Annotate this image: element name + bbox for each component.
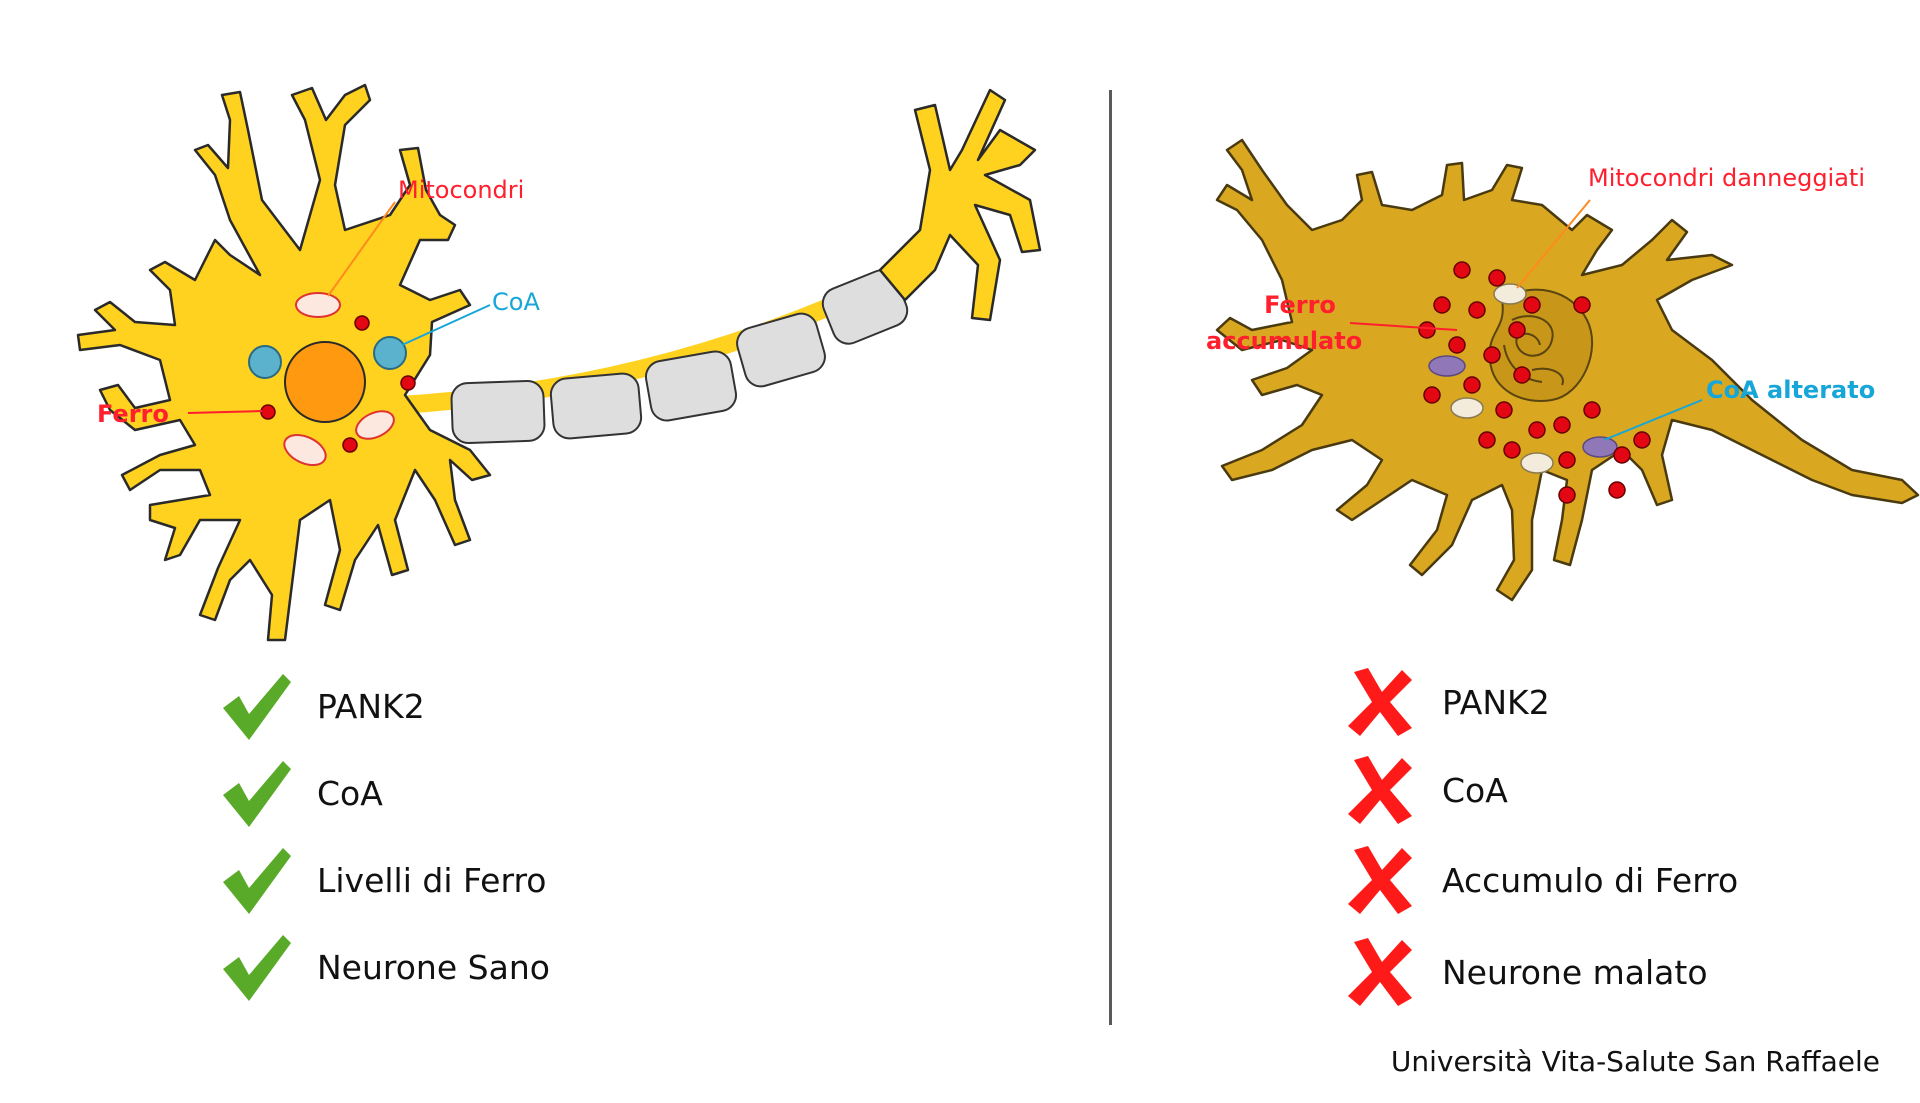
- healthy-soma: [76, 83, 492, 642]
- panel-divider: [1109, 90, 1112, 1025]
- label-iron: Ferro: [97, 400, 169, 428]
- checklist-label: CoA: [317, 773, 383, 813]
- checklist-label: Neurone malato: [1442, 952, 1708, 992]
- mitochondria-icons: [283, 292, 395, 467]
- altered-coa-icons: [1428, 355, 1618, 458]
- accumulated-iron-dots: [1418, 261, 1651, 504]
- nucleus: [284, 341, 366, 423]
- list-item: Neurone malato: [1340, 932, 1708, 1012]
- cross-icon: [1348, 668, 1412, 736]
- label-coa: CoA: [492, 288, 540, 316]
- list-item: Neurone Sano: [215, 927, 550, 1007]
- healthy-neuron-panel: Mitocondri CoA Ferro PANK2 CoA Livelli d…: [76, 83, 1042, 1007]
- cross-icon: [1348, 938, 1412, 1006]
- axon-terminal: [878, 88, 1042, 322]
- coa-icons: [248, 336, 407, 379]
- cross-icon: [1348, 756, 1412, 824]
- diseased-leader-lines: [1349, 199, 1703, 441]
- checklist-label: Neurone Sano: [317, 947, 550, 987]
- diseased-neuron-illustration: [1215, 138, 1920, 602]
- damaged-mitochondria-icons: [1450, 283, 1554, 474]
- iron-dots: [260, 315, 416, 453]
- label-damaged-mitochondria: Mitocondri danneggiati: [1588, 164, 1866, 192]
- check-icon: [223, 848, 291, 914]
- check-icon: [223, 674, 291, 740]
- list-item: CoA: [215, 753, 383, 833]
- checklist-label: PANK2: [317, 686, 425, 726]
- list-item: CoA: [1340, 750, 1508, 830]
- diseased-neuron-panel: Mitocondri danneggiati Ferro accumulato …: [1112, 0, 1920, 1103]
- cross-icon: [1348, 846, 1412, 914]
- check-icon: [223, 935, 291, 1001]
- list-item: PANK2: [1340, 662, 1550, 742]
- label-mitochondria: Mitocondri: [398, 176, 525, 204]
- check-icon: [223, 761, 291, 827]
- healthy-neuron-illustration: [76, 83, 1042, 642]
- list-item: PANK2: [215, 666, 425, 746]
- leader-lines: [187, 201, 491, 414]
- checklist-label: PANK2: [1442, 682, 1550, 722]
- label-accumulated-iron-line1: Ferro: [1264, 291, 1336, 319]
- label-accumulated-iron-line2: accumulato: [1206, 327, 1363, 355]
- checklist-label: Accumulo di Ferro: [1442, 860, 1739, 900]
- credit-text: Università Vita-Salute San Raffaele: [1390, 1045, 1880, 1078]
- list-item: Accumulo di Ferro: [1340, 840, 1738, 920]
- label-coa-altered: CoA alterato: [1706, 376, 1876, 404]
- list-item: Livelli di Ferro: [215, 840, 547, 920]
- checklist-label: CoA: [1442, 770, 1508, 810]
- checklist-label: Livelli di Ferro: [317, 860, 547, 900]
- myelinated-axon: [399, 269, 909, 445]
